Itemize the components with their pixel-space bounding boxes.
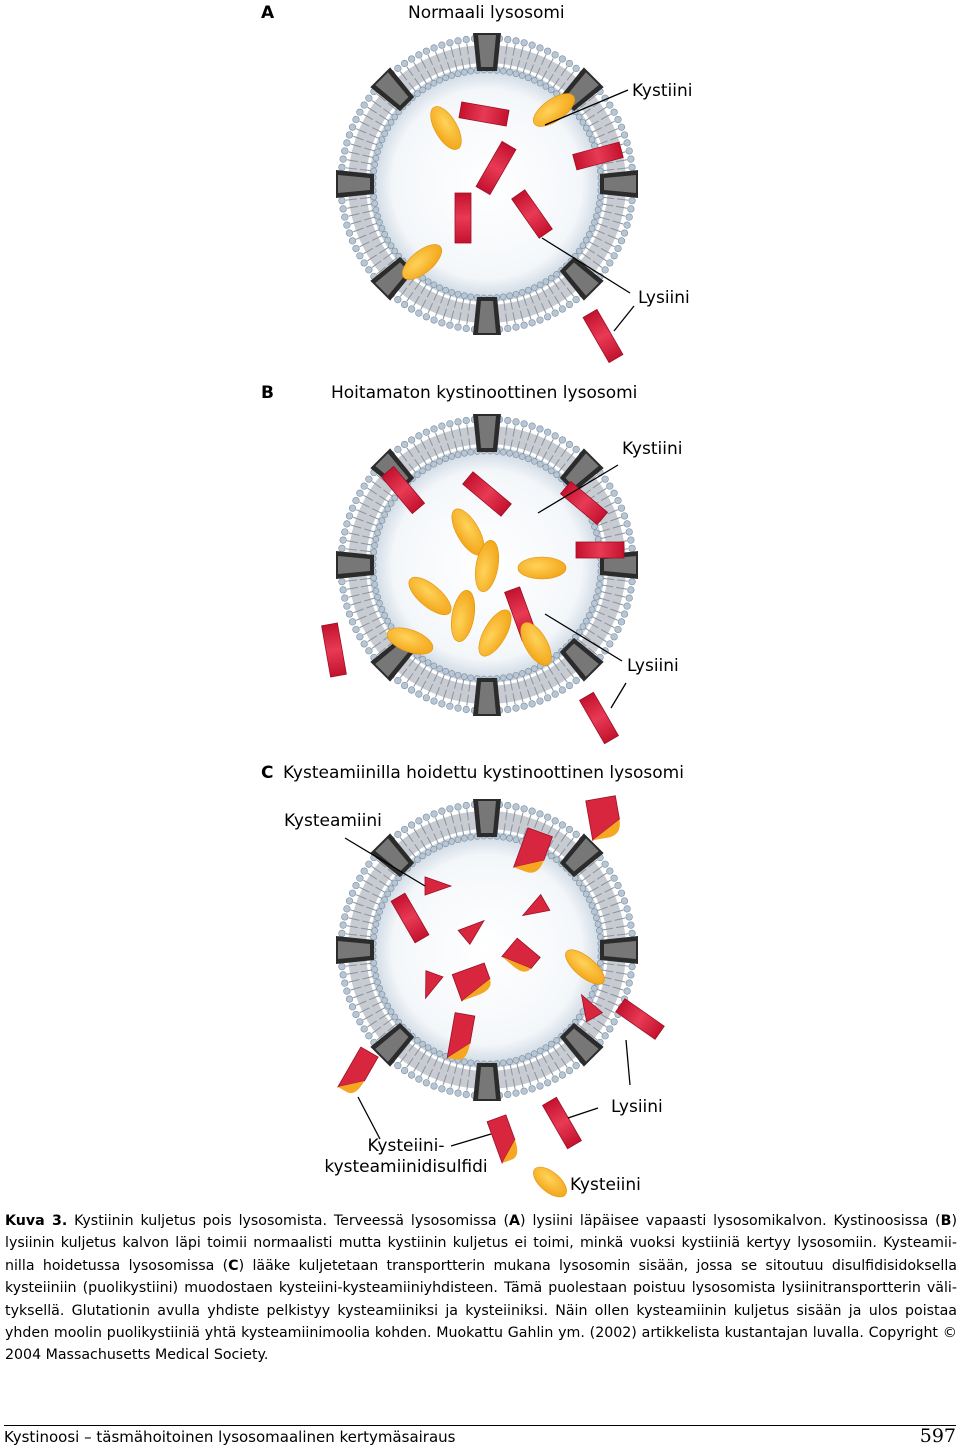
- leader-lines: [344, 89, 635, 1147]
- caption-part: ) lysiinin kuljetus kalvon läpi toimii n…: [5, 1213, 957, 1274]
- disulfide-label-line1: Kysteiini-: [367, 1136, 445, 1156]
- panel-c-cysteamine-label: Kysteamiini: [284, 811, 382, 831]
- lysosome-diagram: [321, 33, 665, 1198]
- lysosome-c: [336, 799, 638, 1101]
- panel-b-letter: B: [261, 383, 274, 403]
- panel-b-title: Hoitamaton kystinoottinen lysosomi: [331, 383, 638, 403]
- page-number: 597: [919, 1425, 956, 1447]
- panel-b-cystine-label: Kystiini: [622, 439, 683, 459]
- footer-rule: [4, 1425, 956, 1426]
- caption-part: Kystiinin kuljetus pois lysosomista. Ter…: [67, 1213, 510, 1229]
- panel-c-title: Kysteamiinilla hoidettu kystinoottinen l…: [283, 763, 684, 783]
- panel-a-cystine-label: Kystiini: [632, 81, 693, 101]
- caption-part: ) lysiini läpäisee vapaasti lysosomikalv…: [520, 1213, 941, 1229]
- caption-ref-a: A: [509, 1213, 521, 1229]
- panel-b-lysine-label: Lysiini: [627, 656, 679, 676]
- panel-a-letter: A: [261, 3, 275, 23]
- caption-part: ) lääke kuljetetaan transportterin mukan…: [5, 1257, 957, 1364]
- panel-a-lysine-label: Lysiini: [638, 288, 690, 308]
- panel-c-cysteine-label: Kysteiini: [570, 1175, 641, 1195]
- disulfide-label-line2: kysteamiinidisulfidi: [324, 1157, 488, 1177]
- panel-a-title: Normaali lysosomi: [408, 3, 565, 23]
- panel-c-disulfide-label: Kysteiini- kysteamiinidisulfidi: [322, 1136, 490, 1178]
- molecules-layer: [321, 93, 665, 1198]
- panel-c-lysine-label: Lysiini: [611, 1097, 663, 1117]
- caption-ref-b: B: [940, 1213, 952, 1229]
- caption-figure-number: Kuva 3.: [5, 1213, 68, 1229]
- figure-caption: Kuva 3. Kystiinin kuljetus pois lysosomi…: [5, 1210, 957, 1367]
- panel-c-letter: C: [261, 763, 274, 783]
- footer-title: Kystinoosi – täsmähoitoinen lysosomaalin…: [4, 1428, 456, 1446]
- caption-ref-c: C: [228, 1257, 239, 1274]
